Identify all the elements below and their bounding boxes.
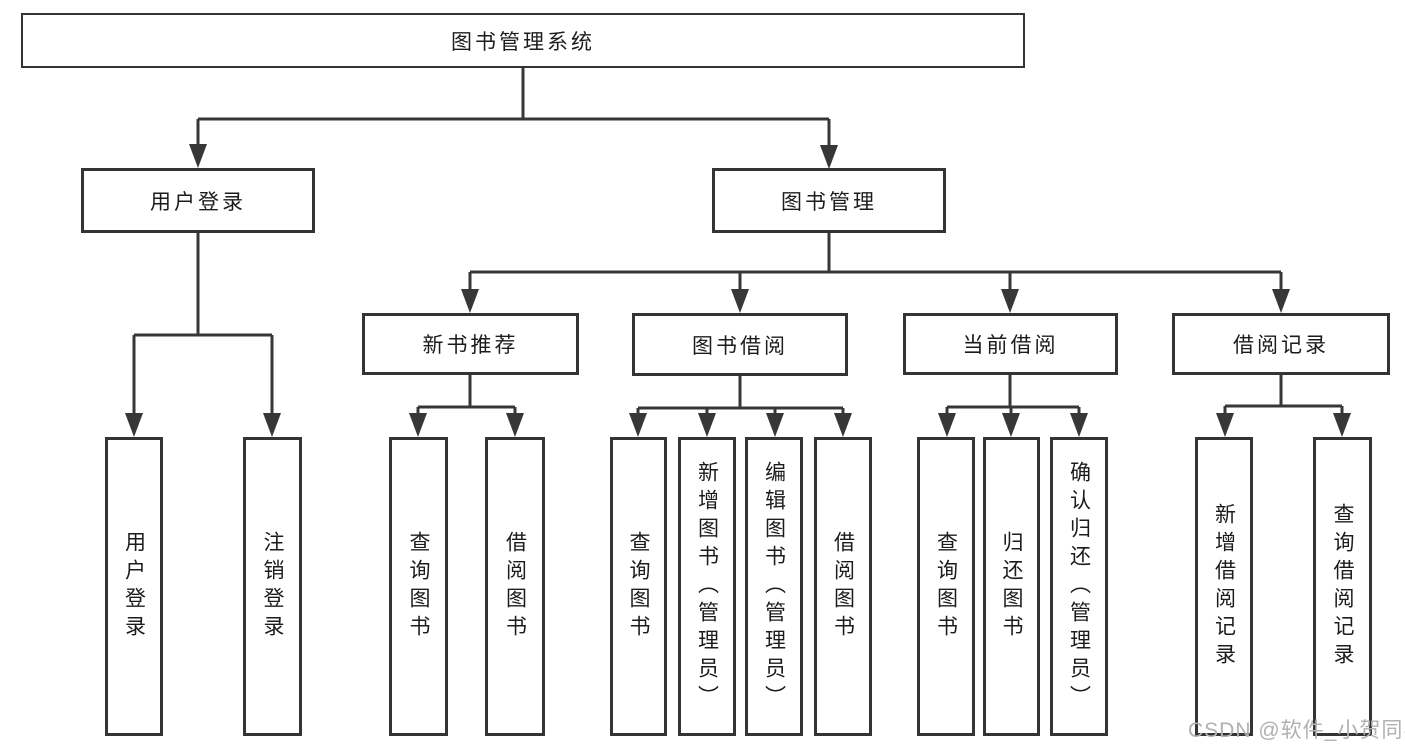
- node-leaf-query-books: 查询图书: [389, 437, 448, 736]
- node-leaf-query-books: 查询图书: [610, 437, 667, 736]
- arrowhead: [820, 145, 838, 169]
- node-leaf-add-borrow-record: 新增借阅记录: [1195, 437, 1253, 736]
- node-book-management: 图书管理: [712, 168, 946, 233]
- arrowhead: [766, 413, 784, 437]
- connector-newbookrec-to-leaves: [409, 375, 524, 437]
- arrowhead: [1216, 413, 1234, 437]
- node-leaf-borrow-books: 借阅图书: [814, 437, 872, 736]
- connector-borrowrecord-to-leaves: [1216, 375, 1351, 437]
- node-leaf-confirm-return-admin: 确认归还（管理员）: [1050, 437, 1108, 736]
- connector-currentborrow-to-leaves: [938, 375, 1088, 437]
- arrowhead: [731, 289, 749, 313]
- node-book-borrowing: 图书借阅: [632, 313, 848, 376]
- node-new-book-recommend: 新书推荐: [362, 313, 579, 375]
- node-library-system: 图书管理系统: [21, 13, 1025, 68]
- node-borrowing-records: 借阅记录: [1172, 313, 1390, 375]
- arrowhead: [409, 413, 427, 437]
- connector-bookmgmt-to-level3: [461, 233, 1290, 313]
- arrowhead: [189, 144, 207, 168]
- node-leaf-query-books: 查询图书: [917, 437, 975, 736]
- arrowhead: [698, 413, 716, 437]
- node-leaf-add-books-admin: 新增图书（管理员）: [678, 437, 736, 736]
- connector-userlogin-to-leaves: [125, 233, 281, 437]
- node-leaf-borrow-books: 借阅图书: [485, 437, 545, 736]
- node-leaf-edit-books-admin: 编辑图书（管理员）: [745, 437, 803, 736]
- arrowhead: [461, 289, 479, 313]
- connector-bookborrow-to-leaves: [629, 376, 852, 437]
- node-current-borrowing: 当前借阅: [903, 313, 1118, 375]
- arrowhead: [1001, 289, 1019, 313]
- arrowhead: [125, 413, 143, 437]
- arrowhead: [938, 413, 956, 437]
- arrowhead: [1333, 413, 1351, 437]
- arrowhead: [834, 413, 852, 437]
- arrowhead: [506, 413, 524, 437]
- arrowhead: [1002, 413, 1020, 437]
- arrowhead: [1070, 413, 1088, 437]
- csdn-watermark: CSDN @软件_小贺同学: [1188, 719, 1405, 742]
- connector-root-to-level2: [189, 68, 838, 169]
- arrowhead: [629, 413, 647, 437]
- node-leaf-logout: 注销登录: [243, 437, 302, 736]
- node-leaf-user-login: 用户登录: [105, 437, 163, 736]
- node-leaf-return-books: 归还图书: [983, 437, 1040, 736]
- arrowhead: [1272, 289, 1290, 313]
- node-user-login: 用户登录: [81, 168, 315, 233]
- arrowhead: [263, 413, 281, 437]
- node-leaf-query-borrow-record: 查询借阅记录: [1313, 437, 1372, 736]
